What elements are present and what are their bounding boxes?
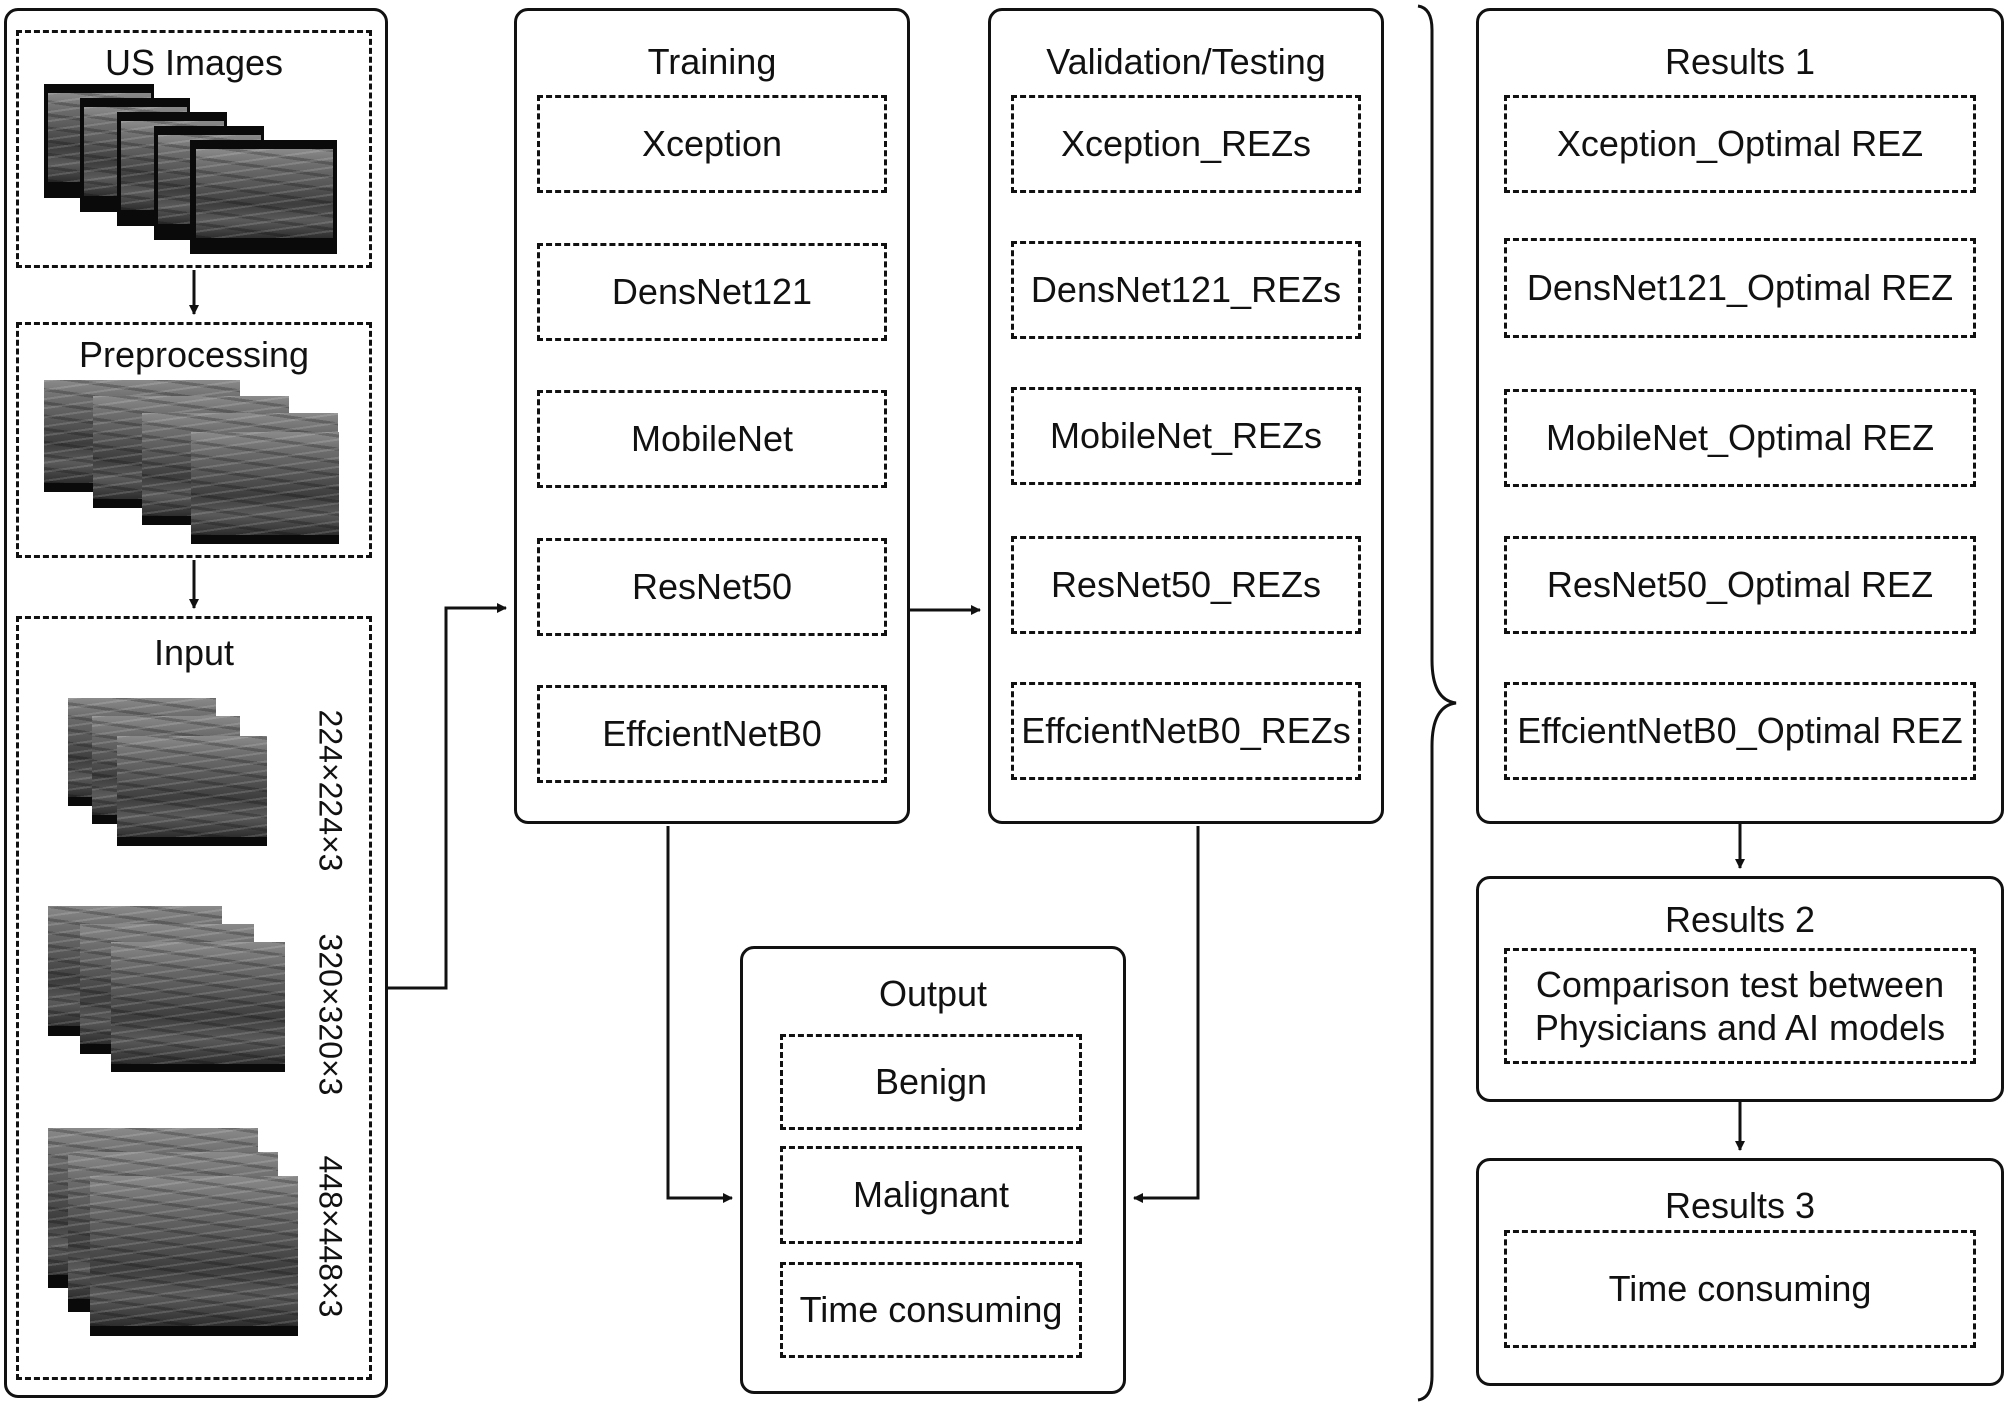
results2-text-line1: Comparison test between: [1535, 963, 1945, 1005]
training-title: Training: [647, 41, 777, 82]
validation-model-mobilenet: MobileNet_REZs: [1011, 387, 1361, 485]
arrow-training-to-output: [666, 826, 733, 1203]
validation-title: Validation/Testing: [1046, 41, 1326, 82]
results3-time-consuming: Time consuming: [1504, 1230, 1976, 1348]
validation-model-densnet121: DensNet121_REZs: [1011, 241, 1361, 339]
training-model-xception: Xception: [537, 95, 887, 193]
training-model-resnet50: ResNet50: [537, 538, 887, 636]
output-time-consuming: Time consuming: [780, 1262, 1082, 1358]
arrow-input-to-training: [388, 603, 507, 990]
results2-text-line2: Physicians and AI models: [1534, 1007, 1946, 1048]
results2-title: Results 2: [1664, 899, 1816, 940]
input-title: Input: [153, 632, 235, 673]
results3-title: Results 3: [1664, 1185, 1816, 1226]
output-benign: Benign: [780, 1034, 1082, 1130]
preprocessing-title: Preprocessing: [78, 334, 310, 375]
results1-densnet121-optimal: DensNet121_Optimal REZ: [1504, 238, 1976, 338]
validation-model-xception: Xception_REZs: [1011, 95, 1361, 193]
results1-mobilenet-optimal: MobileNet_Optimal REZ: [1504, 389, 1976, 487]
results1-xception-optimal: Xception_Optimal REZ: [1504, 95, 1976, 193]
input-320-image-3: [111, 942, 285, 1072]
results2-comparison-box: Comparison test between Physicians and A…: [1504, 948, 1976, 1064]
results1-resnet50-optimal: ResNet50_Optimal REZ: [1504, 536, 1976, 634]
results1-efficientnetb0-optimal: EffcientNetB0_Optimal REZ: [1504, 682, 1976, 780]
results-curly-brace: [1417, 4, 1457, 1402]
training-model-mobilenet: MobileNet: [537, 390, 887, 488]
input-448-image-3: [90, 1176, 298, 1336]
training-model-efficientnetb0: EffcientNetB0: [537, 685, 887, 783]
validation-model-efficientnetb0: EffcientNetB0_REZs: [1011, 682, 1361, 780]
output-title: Output: [878, 973, 988, 1014]
preprocessed-image-4: [191, 432, 339, 544]
training-model-densnet121: DensNet121: [537, 243, 887, 341]
results1-title: Results 1: [1664, 41, 1816, 82]
arrow-validation-to-output: [1133, 826, 1200, 1203]
input-224-image-3: [117, 736, 267, 846]
validation-model-resnet50: ResNet50_REZs: [1011, 536, 1361, 634]
output-malignant: Malignant: [780, 1146, 1082, 1244]
us-image-stack-5: [190, 140, 337, 254]
us-images-title: US Images: [104, 42, 284, 83]
